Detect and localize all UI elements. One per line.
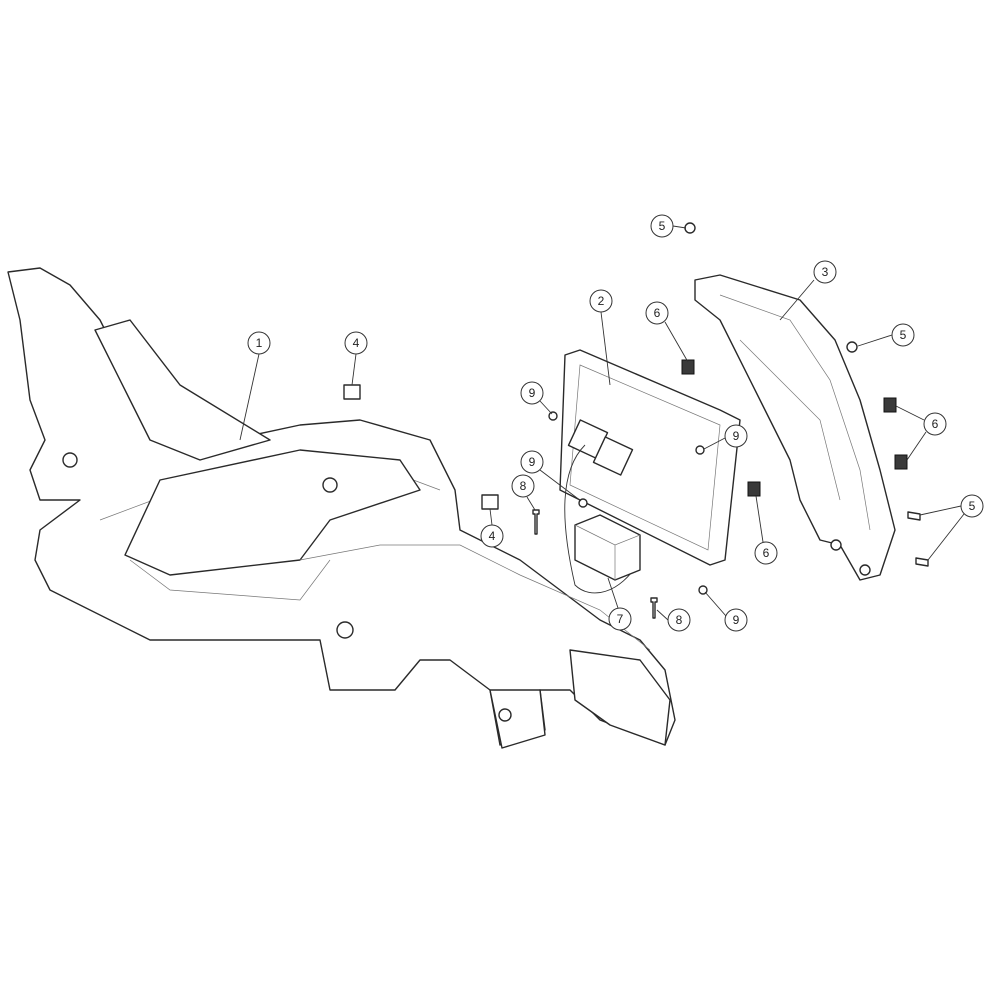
- callout-number: 5: [900, 328, 907, 342]
- callout-number: 9: [529, 455, 536, 469]
- callout-screw-upper-left: 9: [520, 381, 544, 405]
- callout-clip-lower: 6: [754, 541, 778, 565]
- screw-top: [684, 222, 696, 234]
- callout-number: 4: [353, 336, 360, 350]
- callout-screw-right: 9: [724, 424, 748, 448]
- callout-screw-bracket-right: 5: [891, 323, 915, 347]
- callout-bolt-left: 8: [511, 474, 535, 498]
- callout-number: 3: [822, 265, 829, 279]
- callout-clip-nut-upper: 4: [344, 331, 368, 355]
- callout-clip-upper: 6: [645, 301, 669, 325]
- leader-lines: [239, 225, 965, 621]
- main-dashboard-panel: [7, 267, 676, 749]
- callout-display-bracket: 3: [813, 260, 837, 284]
- callout-number: 5: [969, 499, 976, 513]
- clip-nut-lower: [481, 494, 499, 510]
- callout-number: 2: [598, 294, 605, 308]
- callout-display-unit: 2: [589, 289, 613, 313]
- callout-relay-module: 7: [608, 607, 632, 631]
- callout-number: 8: [520, 479, 527, 493]
- display-unit: [559, 349, 741, 594]
- callout-screw-middle-left: 9: [520, 450, 544, 474]
- callout-screws-lower-right: 5: [960, 494, 984, 518]
- clip-lower: [747, 481, 761, 497]
- callout-number: 5: [659, 219, 666, 233]
- callout-clip-nut-lower: 4: [480, 524, 504, 548]
- callout-number: 6: [932, 417, 939, 431]
- screw-bracket-right: [846, 341, 858, 353]
- display-bracket: [694, 274, 896, 581]
- clip-right-2: [894, 454, 908, 470]
- callout-number: 9: [529, 386, 536, 400]
- callout-number: 9: [733, 613, 740, 627]
- relay-module: [574, 514, 641, 581]
- callout-screw-top: 5: [650, 214, 674, 238]
- clip-upper: [681, 359, 695, 375]
- hardware: [343, 222, 929, 619]
- clip-nut-upper: [343, 384, 361, 400]
- callout-number: 8: [676, 613, 683, 627]
- callout-clips-right: 6: [923, 412, 947, 436]
- callout-number: 7: [617, 612, 624, 626]
- callout-number: 1: [256, 336, 263, 350]
- callout-main-dashboard-panel: 1: [247, 331, 271, 355]
- callout-number: 6: [763, 546, 770, 560]
- callout-number: 9: [733, 429, 740, 443]
- callout-screw-lower-right: 9: [724, 608, 748, 632]
- callout-number: 6: [654, 306, 661, 320]
- callout-number: 4: [489, 529, 496, 543]
- callout-bolt-right: 8: [667, 608, 691, 632]
- clip-right-1: [883, 397, 897, 413]
